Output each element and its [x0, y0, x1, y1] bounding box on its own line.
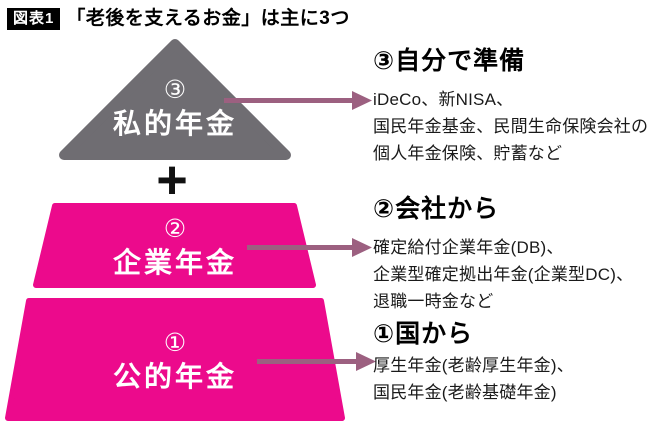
annotation-line: 企業型確定拠出年金(企業型DC)、 — [373, 265, 634, 284]
pyramid-label-public: ① 公的年金 — [35, 330, 315, 391]
annotation-public: ①国から 厚生年金(老齢厚生年金)、 国民年金(老齢基礎年金) — [373, 320, 669, 406]
pyramid-label-text: 私的年金 — [112, 108, 237, 139]
circled-number: ② — [163, 214, 187, 243]
pyramid-label-text: 企業年金 — [112, 247, 237, 278]
arrow-private-pension-icon — [224, 91, 372, 110]
figure-header: 図表1 「老後を支えるお金」は主に3つ — [7, 8, 350, 30]
arrow-public-pension-icon — [257, 352, 376, 371]
figure-title: 「老後を支えるお金」は主に3つ — [66, 8, 350, 29]
circled-number: ① — [163, 328, 187, 357]
arrow-corporate-pension-icon — [247, 238, 372, 257]
figure-tag: 図表1 — [7, 8, 61, 30]
pyramid-label-private: ③ 私的年金 — [75, 77, 275, 138]
annotation-line: 国民年金基金、民間生命保険会社の — [373, 117, 649, 136]
annotation-heading: ②会社から — [373, 195, 500, 223]
pyramid-label-corporate: ② 企業年金 — [35, 216, 315, 277]
circled-number: ③ — [163, 75, 187, 104]
annotation-line: 退職一時金など — [373, 292, 494, 311]
trapezoid-corporate-pension-shape — [33, 203, 316, 288]
annotation-line: 厚生年金(老齢厚生年金)、 — [373, 356, 574, 375]
annotation-private: ③自分で準備 iDeCo、新NISA、 国民年金基金、民間生命保険会社の 個人年… — [373, 47, 669, 167]
annotation-corporate: ②会社から 確定給付企業年金(DB)、 企業型確定拠出年金(企業型DC)、 退職… — [373, 195, 669, 315]
annotation-line: iDeCo、新NISA、 — [373, 90, 514, 109]
annotation-line: 個人年金保険、貯蓄など — [373, 144, 563, 163]
plus-sign: + — [156, 150, 188, 210]
annotation-heading: ①国から — [373, 320, 474, 348]
annotation-line: 国民年金(老齢基礎年金) — [373, 383, 557, 402]
annotation-heading: ③自分で準備 — [373, 47, 526, 75]
pyramid-label-text: 公的年金 — [112, 361, 237, 392]
trapezoid-public-pension-shape — [5, 298, 345, 421]
annotation-line: 確定給付企業年金(DB)、 — [373, 238, 564, 257]
